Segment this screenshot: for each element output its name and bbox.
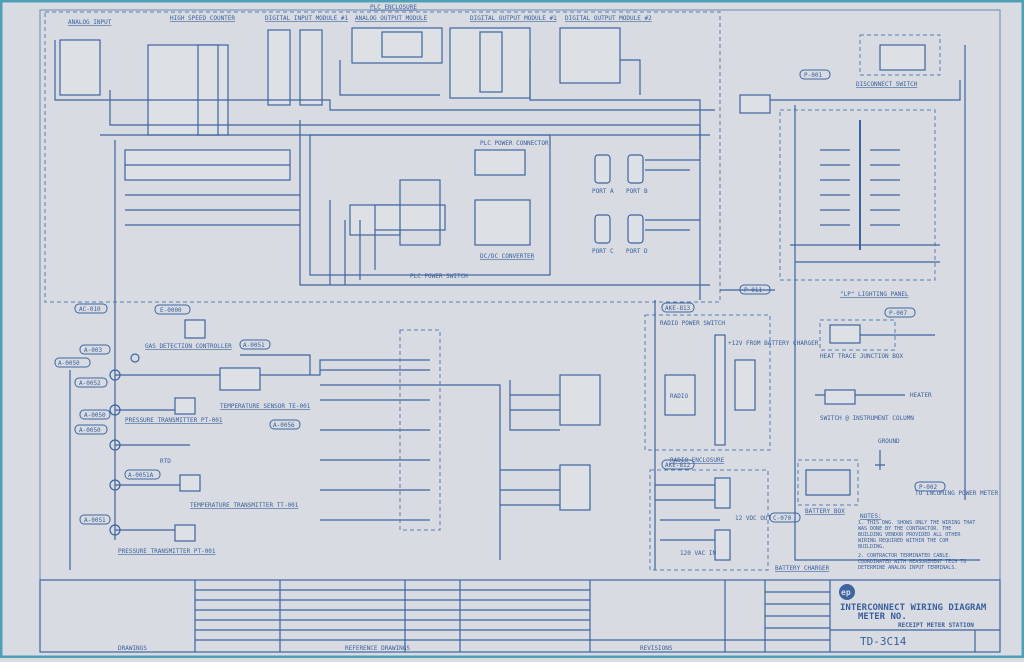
svg-text:PORT C: PORT C	[592, 248, 614, 255]
power-switch-label: PLC POWER SWITCH	[410, 273, 468, 280]
plc-power-label: PLC POWER CONNECTOR	[480, 140, 549, 147]
svg-text:AKE-813: AKE-813	[665, 305, 691, 312]
svg-text:RECEIPT METER STATION: RECEIPT METER STATION	[898, 622, 974, 629]
notes: NOTES: 1. THIS DWG. SHOWS ONLY THE WIRIN…	[858, 513, 976, 571]
feeder-wiring	[740, 45, 980, 561]
svg-text:P-007: P-007	[889, 310, 907, 317]
lighting-panel-label: "LP" LIGHTING PANEL	[840, 291, 909, 298]
drawing-title: INTERCONNECT WIRING DIAGRAM	[840, 603, 987, 613]
radio-enclosure	[644, 314, 771, 451]
svg-text:TEMPERATURE TRANSMITTER TT-001: TEMPERATURE TRANSMITTER TT-001	[190, 502, 299, 509]
svg-text:METER NO.: METER NO.	[858, 612, 907, 622]
drawing-number: TD-3C14	[860, 635, 907, 648]
heater-label: HEATER	[910, 392, 932, 399]
svg-text:A-0050: A-0050	[84, 412, 106, 419]
heat-trace-label: HEAT TRACE JUNCTION BOX	[820, 353, 903, 360]
radio-power-label: RADIO POWER SWITCH	[660, 320, 725, 327]
module-label: ANALOG INPUT	[68, 19, 112, 26]
module-label: HIGH SPEED COUNTER	[170, 15, 235, 22]
svg-text:120 VAC IN: 120 VAC IN	[680, 550, 717, 557]
disconnect-switch	[859, 34, 941, 76]
svg-text:AKE-812: AKE-812	[665, 462, 691, 469]
disconnect-label: DISCONNECT SWITCH	[856, 81, 918, 88]
svg-text:PORT D: PORT D	[626, 248, 648, 255]
signal-tags: AC-010 E-0000 A-003 A-0050 A-0052 A-0050…	[54, 69, 946, 525]
svg-text:A-0050: A-0050	[79, 427, 101, 434]
company-logo: ep	[841, 588, 851, 597]
ground-label: GROUND	[878, 438, 900, 445]
svg-text:A-0052: A-0052	[79, 380, 101, 387]
module-label: ANALOG OUTPUT MODULE	[355, 15, 428, 22]
svg-text:GAS DETECTION CONTROLLER: GAS DETECTION CONTROLLER	[145, 343, 232, 350]
module-label: DIGITAL OUTPUT MODULE #2	[565, 15, 652, 22]
module-label: DIGITAL INPUT MODULE #1	[265, 15, 348, 22]
svg-text:REFERENCE DRAWINGS: REFERENCE DRAWINGS	[345, 645, 410, 652]
switch-column-label: SWITCH @ INSTRUMENT COLUMN	[820, 415, 914, 422]
battery-charger-label: BATTERY CHARGER	[775, 565, 830, 572]
svg-text:P-002: P-002	[919, 484, 937, 491]
svg-text:PORT A: PORT A	[592, 188, 614, 195]
plc-enclosure-label: PLC ENCLOSURE	[370, 4, 417, 11]
radio-box	[664, 374, 696, 416]
ground-icon	[875, 450, 885, 470]
svg-text:DRAWINGS: DRAWINGS	[118, 645, 147, 652]
svg-text:P-001: P-001	[804, 72, 822, 79]
serial-ports: PORT A PORT B PORT C PORT D	[592, 154, 700, 255]
svg-text:RTD: RTD	[160, 458, 171, 465]
field-wiring	[69, 300, 601, 570]
svg-text:A-0050: A-0050	[58, 360, 80, 367]
svg-text:NOTES:: NOTES:	[860, 513, 882, 520]
svg-text:A-0056: A-0056	[273, 422, 295, 429]
svg-text:A-0051: A-0051	[84, 517, 106, 524]
plc-wiring	[54, 40, 715, 300]
terminal-strip	[124, 149, 300, 226]
lighting-panel-breakers	[790, 120, 940, 263]
svg-text:E-0000: E-0000	[160, 307, 182, 314]
battery-icon	[805, 469, 851, 496]
title-block: DRAWINGS REFERENCE DRAWINGS REVISIONS ep…	[39, 579, 1001, 653]
svg-text:A-003: A-003	[84, 347, 102, 354]
battery-box-label: BATTERY BOX	[805, 508, 845, 515]
svg-text:P-011: P-011	[744, 287, 762, 294]
lighting-panel	[779, 109, 936, 281]
svg-text:TEMPERATURE SENSOR TE-001: TEMPERATURE SENSOR TE-001	[220, 403, 311, 410]
svg-text:+12V FROM BATTERY CHARGER: +12V FROM BATTERY CHARGER	[728, 340, 819, 347]
module-label: DIGITAL OUTPUT MODULE #1	[470, 15, 557, 22]
svg-text:PRESSURE TRANSMITTER PT-001: PRESSURE TRANSMITTER PT-001	[125, 417, 223, 424]
dc-converter-label: DC/DC CONVERTER	[480, 253, 535, 260]
svg-text:PORT B: PORT B	[626, 188, 648, 195]
battery-charger	[649, 469, 769, 571]
svg-text:REVISIONS: REVISIONS	[640, 645, 673, 652]
svg-text:A-0051: A-0051	[243, 342, 265, 349]
module-headers: ANALOG INPUT HIGH SPEED COUNTER DIGITAL …	[68, 15, 652, 26]
svg-text:AC-010: AC-010	[79, 306, 101, 313]
plc-enclosure	[44, 11, 721, 303]
power-meter-label: TO INCOMING POWER METER	[915, 490, 998, 497]
plc-modules	[59, 27, 621, 136]
svg-text:PRESSURE TRANSMITTER PT-001: PRESSURE TRANSMITTER PT-001	[118, 548, 216, 555]
svg-text:12 VDC OUT: 12 VDC OUT	[735, 515, 772, 522]
terminal-box	[739, 94, 771, 114]
svg-text:RADIO: RADIO	[670, 393, 688, 400]
note-item: 1. THIS DWG. SHOWS ONLY THE WIRING THAT …	[858, 520, 976, 550]
svg-text:C-070: C-070	[773, 515, 791, 522]
note-item: 2. CONTRACTOR TERMINATED CABLE. COORDINA…	[858, 553, 967, 571]
svg-text:A-0051A: A-0051A	[128, 472, 154, 479]
radio-enclosure-label: RADIO ENCLOSURE	[670, 457, 725, 464]
